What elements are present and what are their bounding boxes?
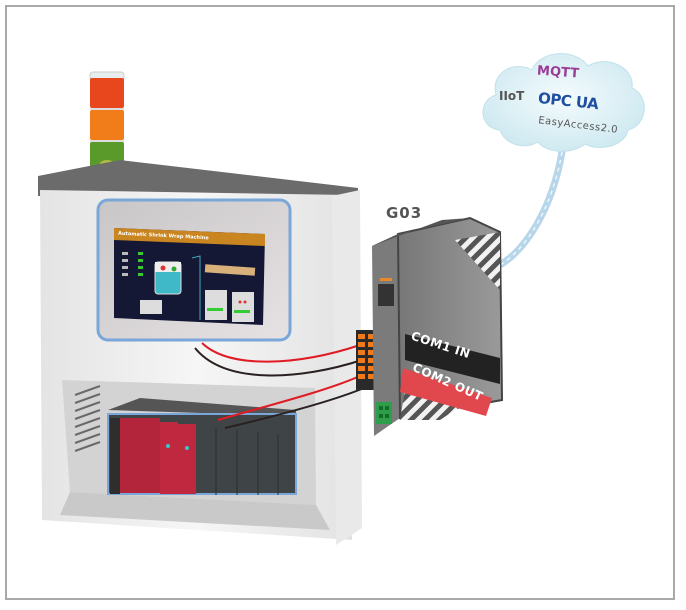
g03-gateway-device [372,216,504,436]
cabinet-vent [74,385,101,452]
hmi-touch-panel [96,198,292,342]
cloud-label-iiot: IIoT [499,89,525,103]
com1-label-band [405,334,500,384]
cloud-label-mqtt: MQTT [536,63,580,82]
com2-label-band [400,368,492,416]
cloud-icon [482,53,645,152]
cloud-connection-line [496,148,566,269]
wiring [194,342,365,429]
terminal-connector [356,330,378,390]
device-label: G03 [386,204,423,222]
plc-rack [107,398,297,495]
